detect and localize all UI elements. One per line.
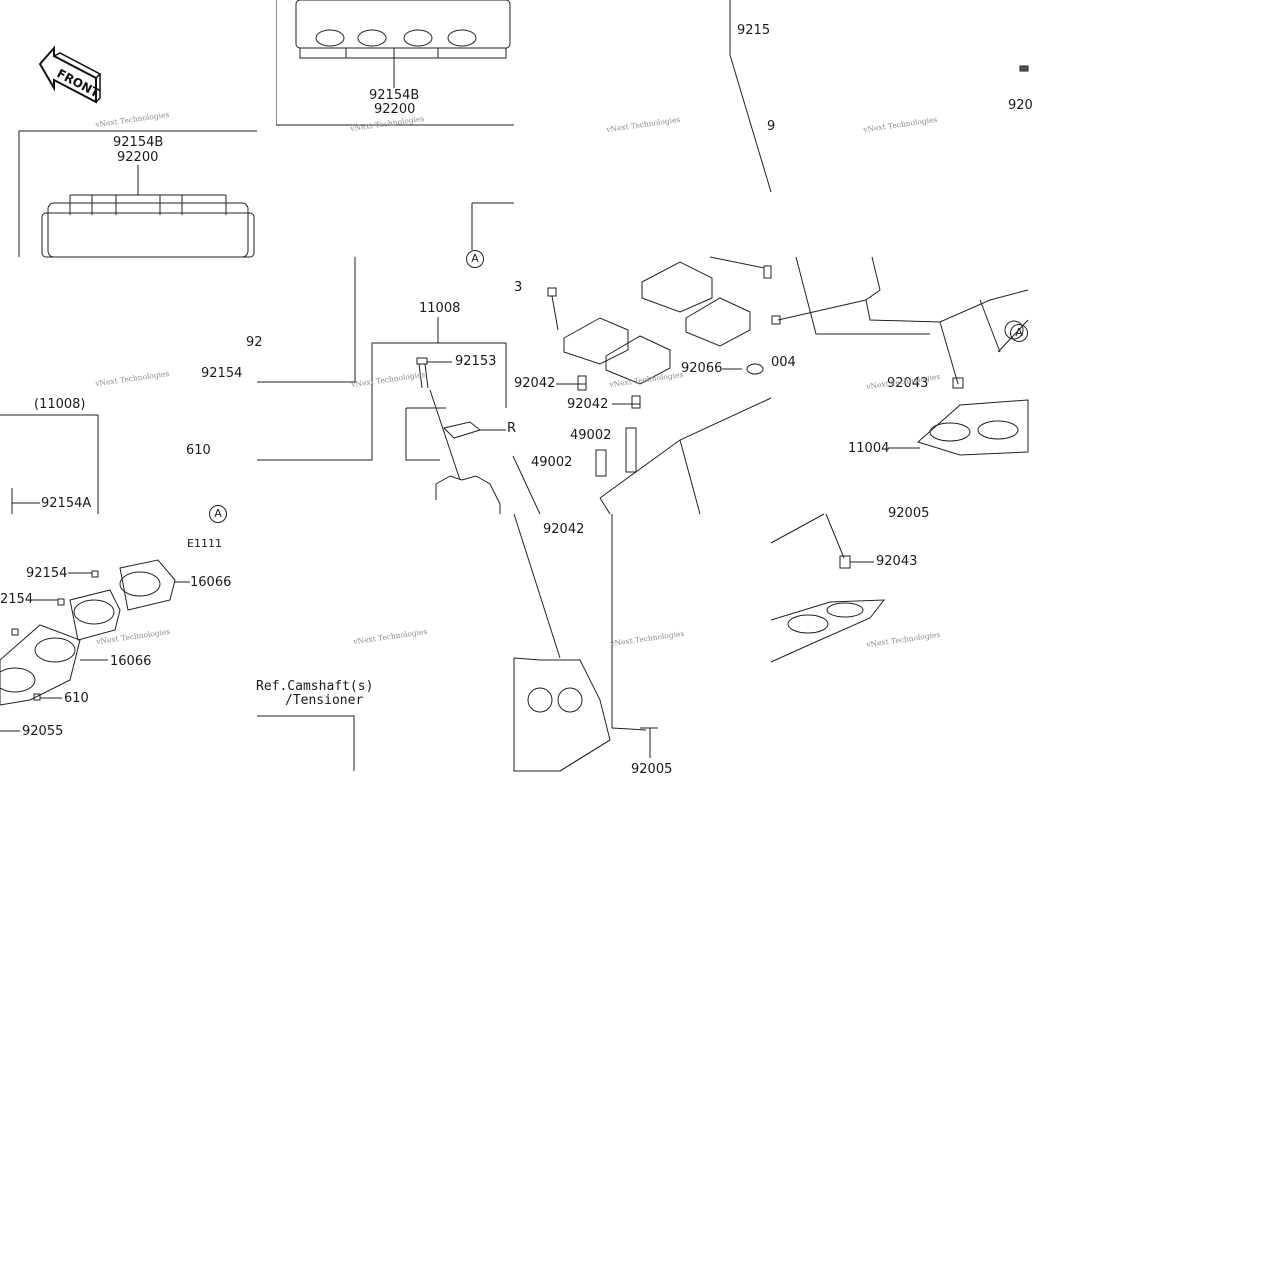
callout-a: A — [209, 505, 227, 523]
part-label: 49002 — [570, 428, 612, 443]
part-label: 92055 — [22, 724, 64, 739]
part-label: 92154 — [201, 366, 243, 381]
part-label: (11008) — [34, 397, 86, 412]
head-gasket-lower — [770, 513, 886, 663]
part-label: 92043 — [876, 554, 918, 569]
callout-a: A — [1010, 324, 1028, 342]
cylinder-block-left — [0, 559, 190, 732]
part-label: 92154 — [26, 566, 68, 581]
part-label: 92154A — [41, 496, 92, 511]
part-label: 92005 — [888, 506, 930, 521]
part-label: 92200 — [374, 102, 416, 117]
part-label: 49002 — [531, 455, 573, 470]
front-arrow-icon: FRONT — [38, 45, 102, 104]
part-label: 92043 — [887, 376, 929, 391]
ref-note-line2: /Tensioner — [285, 693, 364, 708]
part-label: 16066 — [110, 654, 152, 669]
part-label: 92042 — [543, 522, 585, 537]
part-label: 920 — [1008, 98, 1033, 113]
ref-note-line1: Ref.Camshaft(s) — [256, 679, 374, 694]
bracket-lines-left — [0, 414, 99, 514]
part-label: R — [507, 421, 517, 436]
bolt-and-holder-assembly — [257, 257, 541, 515]
cylinder-head-and-gasket — [771, 256, 1029, 456]
part-label: 610 — [64, 691, 89, 706]
cylinder-head-cover-top-view-left — [18, 130, 257, 258]
part-label: 11008 — [419, 301, 461, 316]
part-label: 92154B — [369, 88, 420, 103]
part-label: 9 — [767, 119, 776, 134]
ref-bracket — [257, 715, 355, 771]
part-label: 3 — [514, 280, 523, 295]
callout-a: A — [466, 250, 484, 268]
part-label: 92042 — [567, 397, 609, 412]
part-label: 16066 — [190, 575, 232, 590]
part-label: 92042 — [514, 376, 556, 391]
part-label: 610 — [186, 443, 211, 458]
mosaic-gaps — [257, 0, 276, 257]
part-label: 92 — [246, 335, 263, 350]
part-label: 2154 — [0, 592, 34, 607]
part-label: 92154B — [113, 135, 164, 150]
camshaft-caps-and-head — [547, 256, 772, 515]
part-label: 92153 — [455, 354, 497, 369]
cylinder-head-lower — [513, 513, 658, 772]
diagram-code: E1111 — [187, 537, 222, 550]
part-label: 004 — [771, 355, 796, 370]
part-label: 92200 — [117, 150, 159, 165]
part-label: 11004 — [848, 441, 890, 456]
part-label: 92005 — [631, 762, 673, 777]
leader-lines-top-right — [729, 0, 1029, 193]
part-label: 92066 — [681, 361, 723, 376]
part-label: 9215 — [737, 23, 771, 38]
